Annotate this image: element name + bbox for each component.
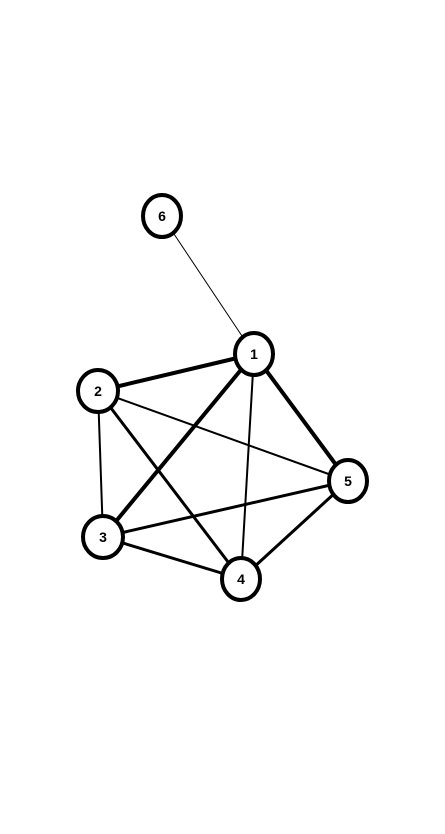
node-circle	[220, 556, 262, 602]
node-circle	[233, 331, 275, 377]
node-label: 4	[237, 571, 245, 587]
node-2: 2	[76, 368, 120, 414]
edge-3-1	[101, 352, 256, 539]
node-circle	[141, 193, 183, 239]
node-circle	[81, 514, 125, 560]
edge-6-1	[161, 215, 255, 355]
node-6: 6	[141, 193, 183, 239]
node-label: 5	[344, 473, 352, 489]
node-circle	[327, 458, 369, 504]
edge-3-4	[101, 535, 243, 581]
node-label: 3	[99, 529, 107, 545]
edge-2-4	[96, 389, 243, 581]
edge-4-1	[240, 353, 255, 580]
node-1: 1	[233, 331, 275, 377]
node-label: 1	[250, 346, 258, 362]
node-label: 2	[94, 383, 102, 399]
node-layer: 1 2 3 4 5 6	[76, 193, 369, 602]
edge-5-1	[252, 352, 350, 483]
node-label: 6	[158, 208, 166, 224]
edge-layer	[96, 215, 350, 581]
edge-2-1	[96, 352, 256, 393]
edge-2-3	[97, 390, 104, 538]
node-4: 4	[220, 556, 262, 602]
node-circle	[76, 368, 120, 414]
edge-2-5	[97, 390, 349, 482]
node-3: 3	[81, 514, 125, 560]
edge-4-5	[239, 479, 350, 581]
node-5: 5	[327, 458, 369, 504]
edge-3-5	[101, 479, 350, 539]
